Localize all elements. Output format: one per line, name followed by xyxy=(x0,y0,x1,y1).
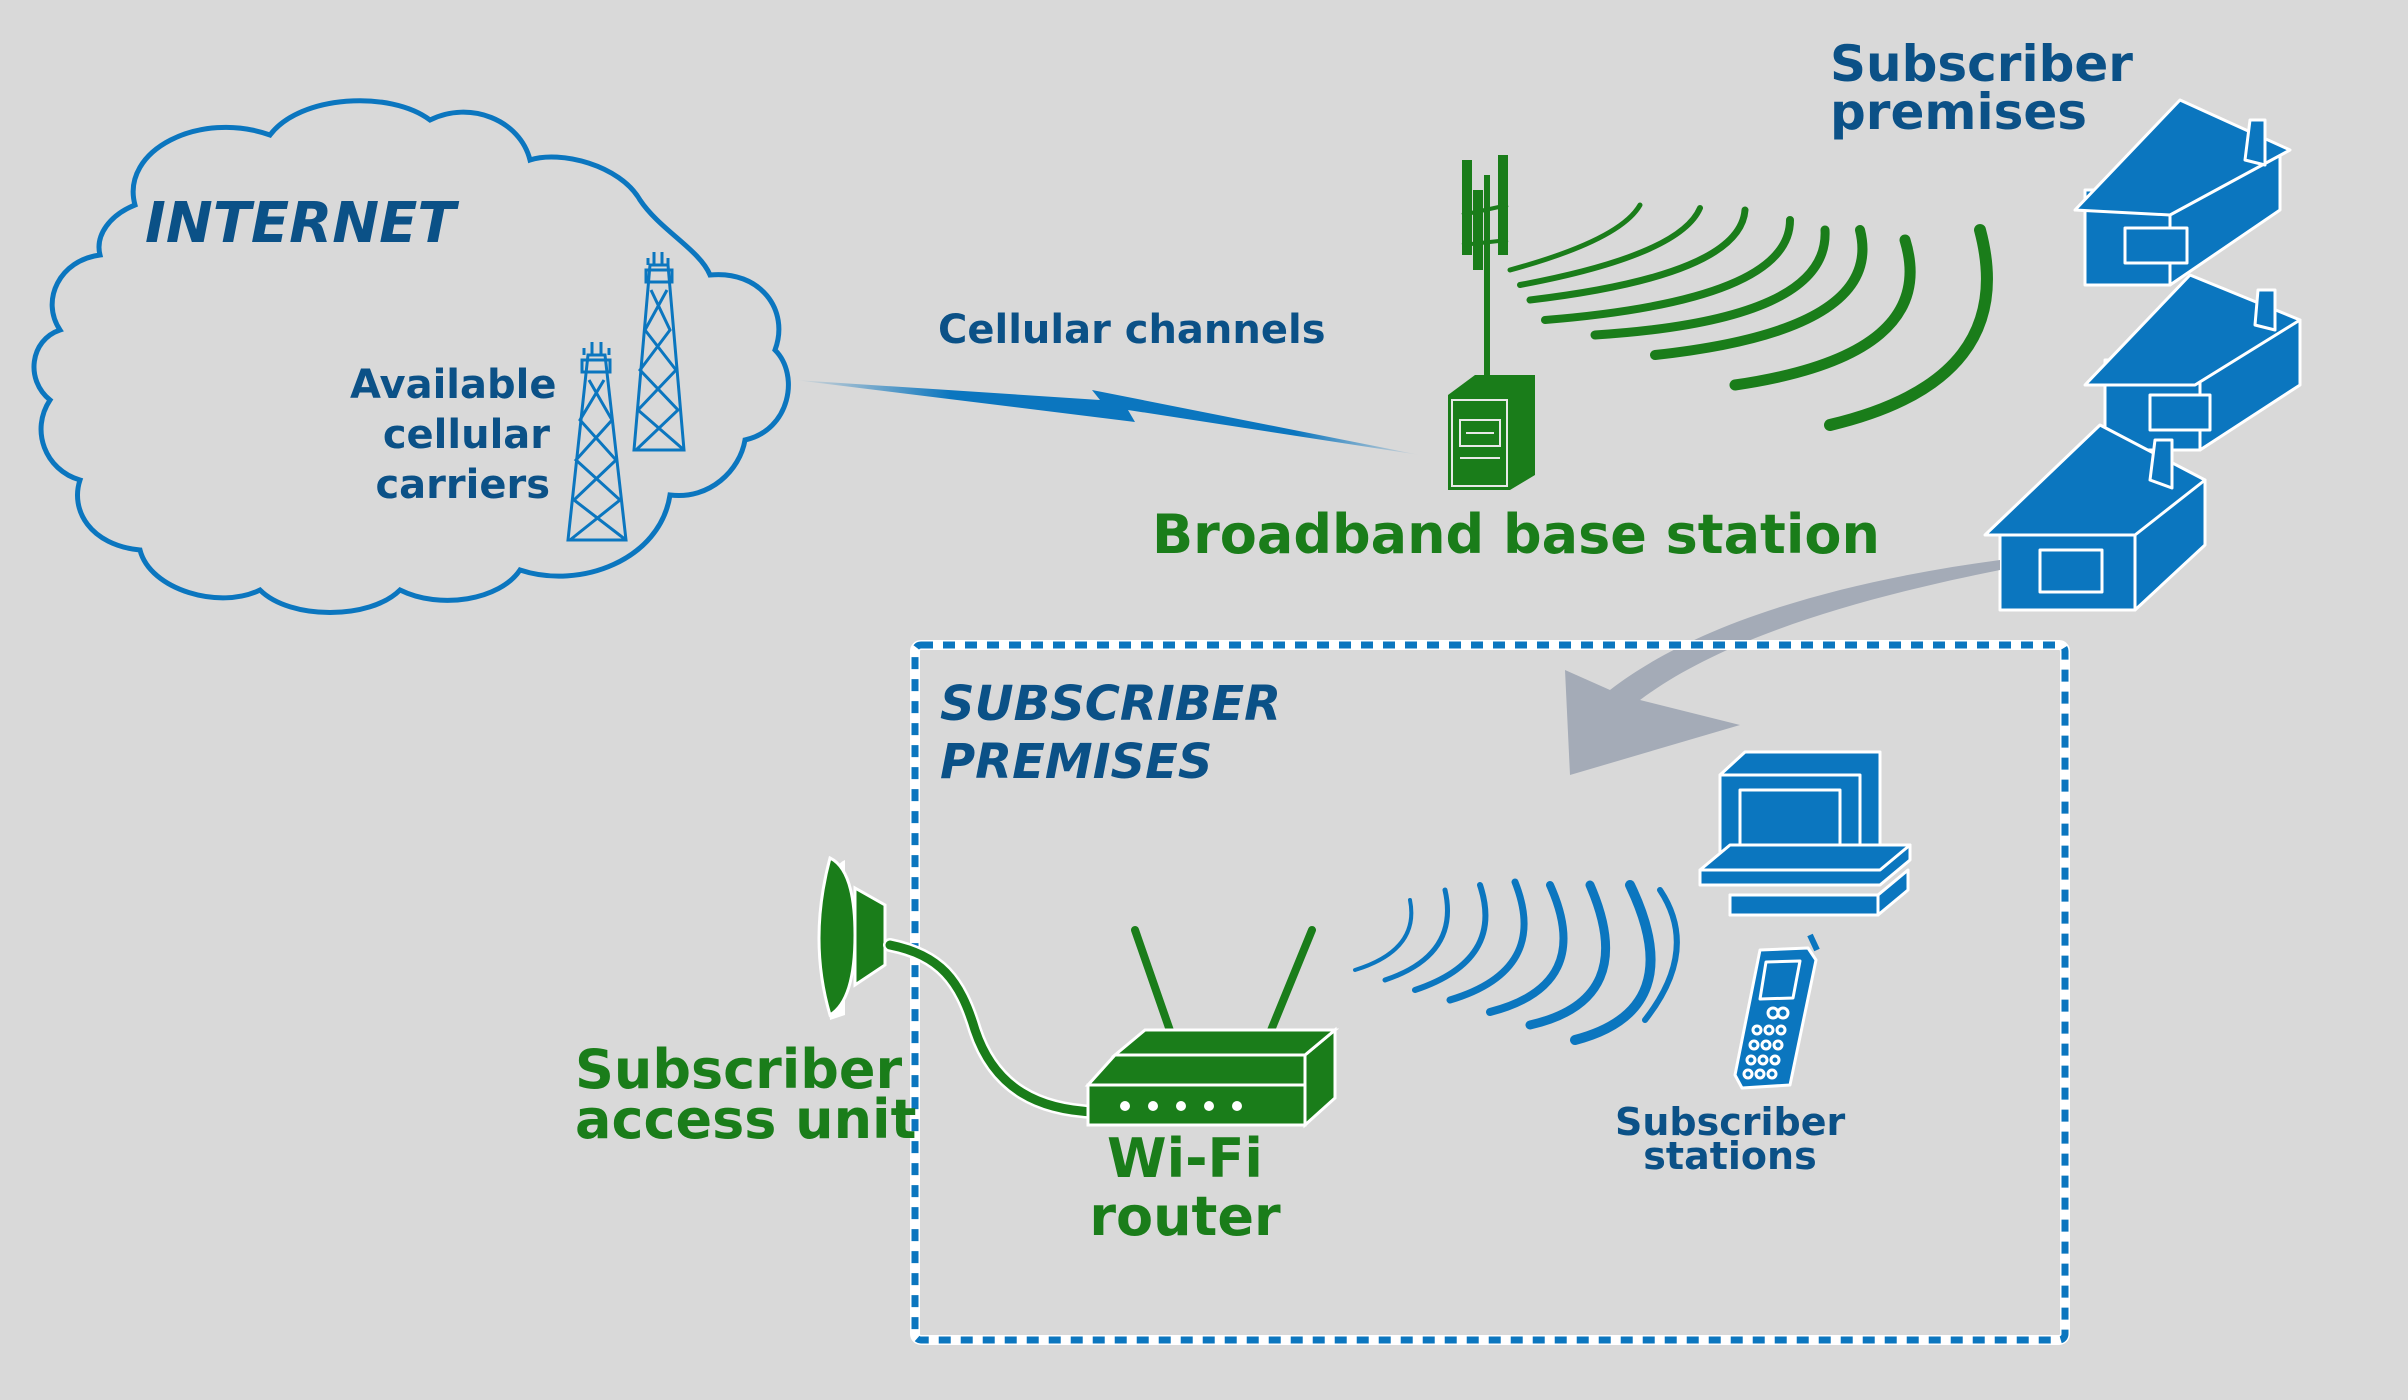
stations-label: Subscriber stations xyxy=(1615,1100,1846,1178)
stations-label-line: Subscriber xyxy=(1615,1100,1846,1144)
base-station-label: Broadband base station xyxy=(1152,503,1880,566)
cell-tower-icon xyxy=(632,252,686,452)
subscriber-premises-title: SUBSCRIBER PREMISES xyxy=(940,675,1281,791)
radio-waves-icon xyxy=(1507,202,1993,431)
access-unit-label: Subscriber access unit xyxy=(575,1038,917,1151)
base-station-icon xyxy=(1448,155,1535,490)
radio-waves-icon xyxy=(1353,878,1680,1045)
stations-label-line: stations xyxy=(1643,1134,1817,1178)
premises-top-label: Subscriber premises xyxy=(1830,35,2133,141)
wifi-router-icon xyxy=(1084,926,1340,1129)
router-label-line: Wi-Fi xyxy=(1107,1127,1263,1190)
house-icon xyxy=(2083,273,2302,452)
house-icon xyxy=(1983,423,2207,612)
subscriber-premises-title-line: SUBSCRIBER xyxy=(940,676,1282,732)
access-unit-label-line: access unit xyxy=(575,1088,917,1151)
house-icon xyxy=(2073,98,2292,287)
cellular-channels-label: Cellular channels xyxy=(938,307,1326,353)
lightning-link-icon xyxy=(795,380,1420,455)
cloud-icon xyxy=(31,98,791,615)
carriers-label-line: Available xyxy=(350,362,557,408)
curved-arrow-icon xyxy=(1565,560,2000,775)
carriers-label-line: carriers xyxy=(375,462,550,508)
subscriber-premises-title-line: PREMISES xyxy=(940,734,1213,790)
premises-top-label-line: premises xyxy=(1830,83,2088,141)
carriers-label-line: cellular xyxy=(382,412,550,458)
desktop-computer-icon xyxy=(1698,750,1912,917)
premises-top-label-line: Subscriber xyxy=(1830,35,2133,93)
mobile-phone-icon xyxy=(1733,933,1820,1090)
router-label: Wi-Fi router xyxy=(1080,1130,1290,1246)
access-unit-label-line: Subscriber xyxy=(575,1038,903,1101)
router-label-line: router xyxy=(1089,1185,1281,1248)
carriers-label: Available cellular carriers xyxy=(350,360,557,510)
dish-antenna-icon xyxy=(817,855,1102,1119)
internet-title: INTERNET xyxy=(145,191,456,256)
cell-tower-icon xyxy=(566,342,628,542)
